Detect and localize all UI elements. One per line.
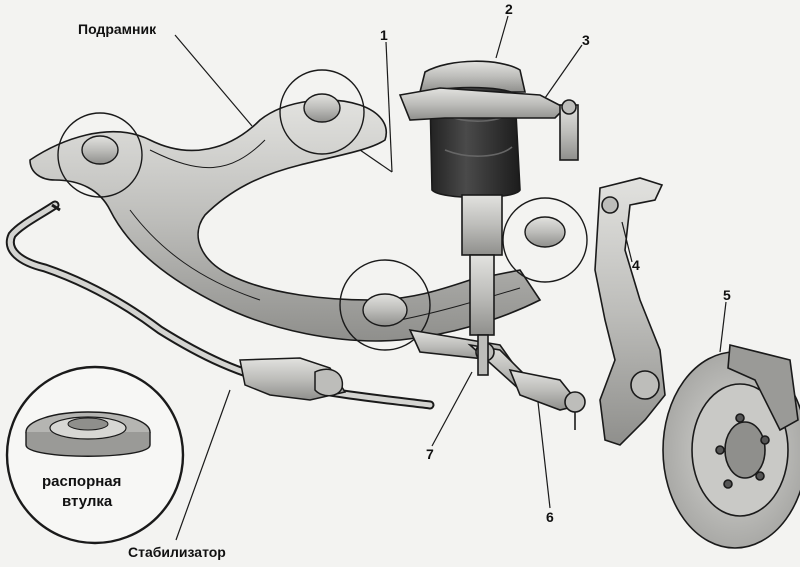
label-spacer-bush-line1: распорная: [42, 473, 122, 490]
leader-7: [431, 371, 473, 447]
leader-2: [495, 15, 509, 59]
label-5: 5: [723, 287, 731, 303]
wheel-carrier: [594, 177, 666, 446]
leader-1-tail: [359, 149, 393, 173]
brake-disc: [662, 343, 800, 549]
mount-circle-front-right: [279, 69, 365, 155]
leader-4: [621, 221, 633, 263]
label-7: 7: [426, 446, 434, 462]
label-stabilizer: Стабилизатор: [128, 544, 226, 560]
leader-lines: [174, 15, 727, 541]
upper-wishbone: [398, 87, 579, 161]
mount-circle-rear-left: [339, 259, 431, 351]
label-spacer-bush-line2: втулка: [62, 493, 113, 510]
label-1: 1: [380, 27, 388, 43]
mount-circle-rear-right: [502, 197, 588, 283]
leader-6: [537, 401, 551, 509]
mount-circle-front-left: [57, 112, 143, 198]
brake-caliper: [727, 343, 799, 432]
leader-1: [385, 41, 393, 173]
label-6: 6: [546, 509, 554, 525]
tension-strut: [508, 368, 586, 430]
leader-3: [544, 44, 583, 99]
subframe-mounts: [57, 69, 588, 351]
label-subframe: Подрамник: [78, 21, 157, 37]
leader-subframe: [174, 34, 253, 127]
label-3: 3: [582, 32, 590, 48]
spacer-bush-inset: [5, 365, 185, 545]
leader-5: [719, 301, 727, 353]
subframe: [29, 99, 542, 342]
label-2: 2: [505, 1, 513, 17]
leader-stabilizer: [175, 389, 231, 541]
label-4: 4: [632, 257, 640, 273]
stabilizer-bracket: [239, 357, 347, 401]
